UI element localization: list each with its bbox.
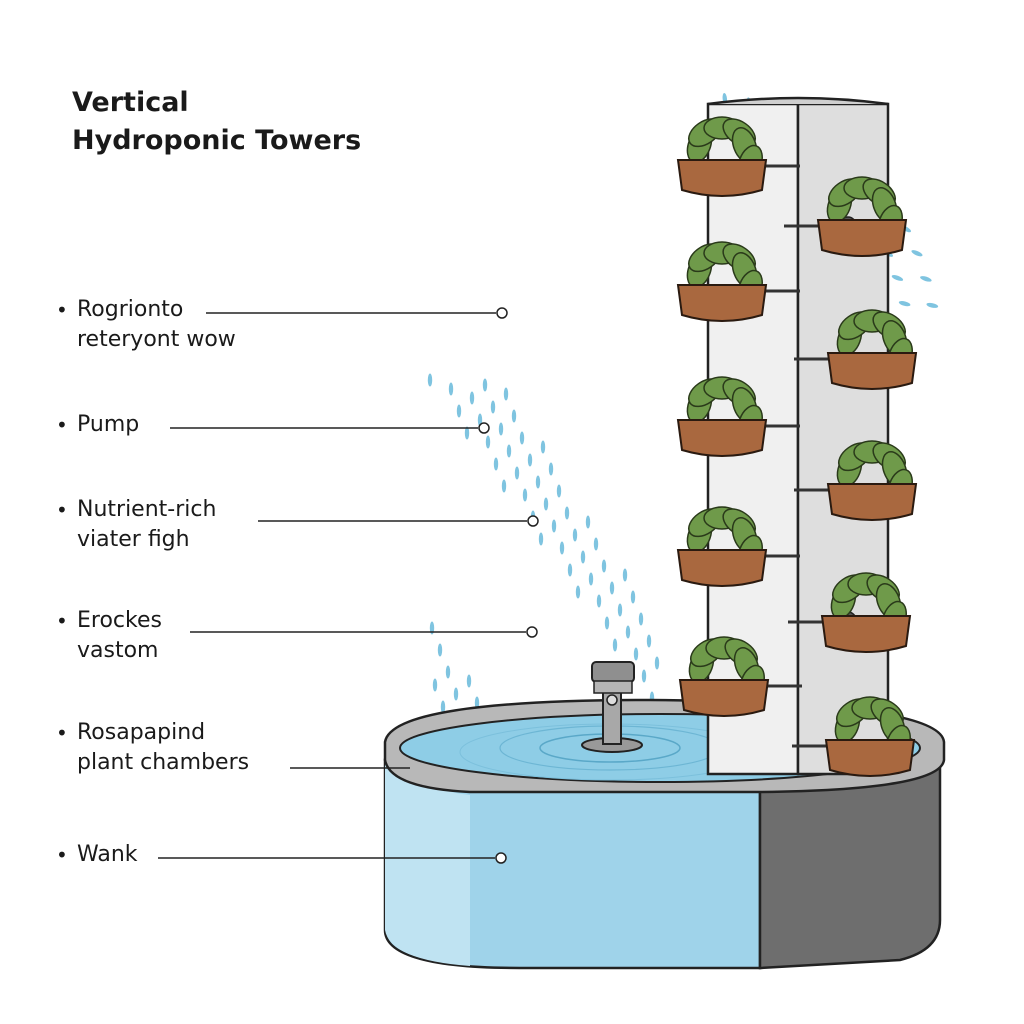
callout-5-line-2: plant chambers (77, 750, 250, 775)
water-drop (535, 475, 541, 489)
water-drop (559, 541, 565, 555)
water-drop (588, 572, 594, 586)
diagram-title: Vertical Hydroponic Towers (72, 84, 361, 160)
water-drop (466, 674, 472, 688)
water-drop (567, 563, 573, 577)
callout-1-line-1: Rogrionto (77, 297, 184, 322)
bullet: • (56, 298, 68, 322)
bullet: • (56, 609, 68, 633)
plant-chamber (676, 376, 800, 457)
pump (581, 661, 643, 753)
callout-3: • Nutrient-rich viater figh (56, 495, 216, 555)
callout-4-line-1: Erockes (77, 608, 162, 633)
water-drop (622, 568, 628, 582)
callout-4: • Erockes vastom (56, 606, 162, 666)
water-drop (490, 400, 496, 414)
tank-shadow-side (758, 743, 942, 970)
water-drop (540, 440, 546, 454)
water-drop (575, 585, 581, 599)
water-drop (572, 528, 578, 542)
water-drop (617, 603, 623, 617)
water-drop (519, 431, 525, 445)
water-drop (511, 409, 517, 423)
water-drop (448, 382, 454, 396)
callout-6-line-1: Wank (77, 842, 138, 867)
callout-4-line-2: vastom (77, 638, 159, 663)
plant-chamber (784, 176, 908, 257)
water-drop (654, 656, 660, 670)
callout-5-line-1: Rosapapind (77, 720, 206, 745)
water-drop (445, 665, 451, 679)
plant-chamber (678, 636, 802, 717)
plant-chamber (676, 116, 800, 197)
bullet: • (56, 843, 68, 867)
water-drop (453, 687, 459, 701)
title-line-2: Hydroponic Towers (72, 125, 362, 156)
bullet: • (56, 498, 68, 522)
callout-5: • Rosapapind plant chambers (56, 718, 249, 778)
callout-1-line-2: reteryont wow (77, 327, 236, 352)
water-drop (556, 484, 562, 498)
water-drop (601, 559, 607, 573)
title-line-1: Vertical (72, 87, 189, 118)
callout-3-line-2: viater figh (77, 527, 190, 552)
water-drop (548, 462, 554, 476)
water-drop (898, 301, 911, 307)
callout-leaders (158, 307, 539, 864)
callout-2: • Pump (56, 410, 139, 440)
water-drop (920, 276, 932, 282)
water-drop (625, 625, 631, 639)
water-drop (564, 506, 570, 520)
water-drop (514, 466, 520, 480)
water-drop (580, 550, 586, 564)
water-drop (503, 387, 509, 401)
water-drop (482, 378, 488, 392)
water-drop (427, 373, 433, 387)
water-drop (506, 444, 512, 458)
bullet: • (56, 413, 68, 437)
bullet: • (56, 721, 68, 745)
water-drop (612, 638, 618, 652)
water-drop (485, 435, 491, 449)
water-drop (469, 391, 475, 405)
plant-chamber (676, 241, 800, 322)
plant-chamber (788, 572, 912, 653)
water-drop (596, 594, 602, 608)
plant-chamber (792, 696, 916, 777)
plant-chamber (794, 440, 918, 521)
water-drop (646, 634, 652, 648)
water-drop (527, 453, 533, 467)
water-drop (437, 643, 443, 657)
water-drop (456, 404, 462, 418)
water-drop (501, 479, 507, 493)
water-drop (638, 612, 644, 626)
water-drop (641, 669, 647, 683)
water-drop (609, 581, 615, 595)
water-drop (926, 302, 939, 308)
water-drop (911, 250, 923, 257)
callout-3-line-1: Nutrient-rich (77, 497, 217, 522)
water-drop (432, 678, 438, 692)
water-drop (493, 457, 499, 471)
water-drop (585, 515, 591, 529)
water-drop (891, 275, 904, 281)
water-drop (633, 647, 639, 661)
callout-2-line-1: Pump (77, 412, 140, 437)
callout-6: • Wank (56, 840, 138, 870)
plant-chamber (794, 309, 918, 390)
plant-chamber (676, 506, 800, 587)
water-drop (498, 422, 504, 436)
water-drop (464, 426, 470, 440)
water-drop (538, 532, 544, 546)
water-drop (630, 590, 636, 604)
water-drop (593, 537, 599, 551)
plant-chambers (676, 116, 918, 777)
water-drop (551, 519, 557, 533)
water-drop (543, 497, 549, 511)
callout-1: • Rogrionto reteryont wow (56, 295, 236, 355)
water-drop (604, 616, 610, 630)
water-drop (522, 488, 528, 502)
water-drop (440, 700, 446, 714)
